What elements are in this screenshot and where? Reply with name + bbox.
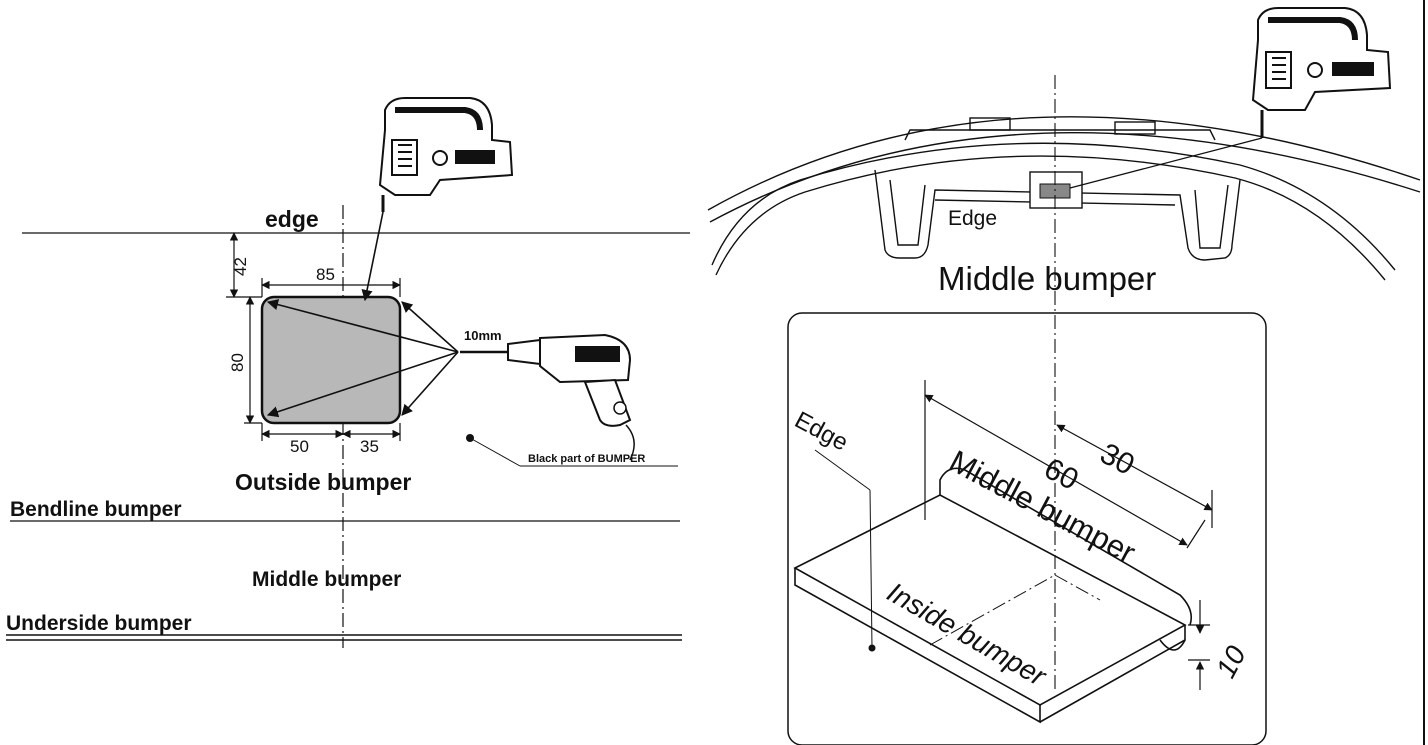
detail-dimensions bbox=[924, 380, 1213, 690]
drill-icon bbox=[460, 333, 635, 461]
bendline-bumper-label: Bendline bumper bbox=[10, 498, 182, 521]
drill-arrows bbox=[266, 299, 459, 418]
jigsaw-icon bbox=[378, 97, 514, 212]
dim-10: 10 bbox=[1210, 640, 1252, 682]
bumper-outline bbox=[707, 116, 1421, 281]
underside-bumper-label: Underside bumper bbox=[6, 612, 192, 635]
top-middle-bumper-label: Middle bumper bbox=[938, 260, 1156, 297]
detail-box bbox=[787, 312, 1267, 745]
dimension-lines bbox=[226, 232, 401, 441]
dim-42: 42 bbox=[231, 257, 250, 276]
dim-80: 80 bbox=[228, 353, 247, 372]
dim-30: 30 bbox=[1095, 437, 1140, 482]
inside-bumper-label: Inside bumper bbox=[882, 576, 1053, 692]
middle-bumper-label-left: Middle bumper bbox=[252, 568, 401, 591]
dim-50: 50 bbox=[290, 437, 309, 456]
detail-block bbox=[793, 467, 1193, 724]
jigsaw-icon-right bbox=[1251, 7, 1392, 138]
right-panel: Edge Middle bumper bbox=[707, 0, 1425, 745]
top-edge-label: Edge bbox=[948, 207, 997, 230]
left-panel: edge 42 bbox=[6, 97, 690, 648]
dim-35: 35 bbox=[360, 437, 379, 456]
black-part-label: Black part of BUMPER bbox=[528, 453, 645, 465]
edge-label: edge bbox=[265, 206, 319, 232]
outside-bumper-label: Outside bumper bbox=[235, 469, 411, 495]
cutout-area bbox=[260, 295, 402, 425]
dim-85: 85 bbox=[316, 265, 335, 284]
drill-size-label: 10mm bbox=[464, 328, 502, 343]
detail-edge-label: Edge bbox=[790, 406, 852, 456]
